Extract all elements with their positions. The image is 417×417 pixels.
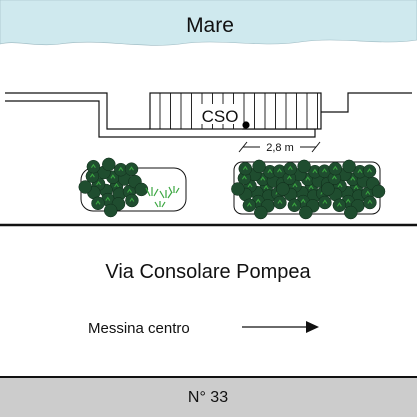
house-number: N° 33 bbox=[188, 389, 228, 406]
dimension-label: 2,8 m bbox=[266, 142, 294, 154]
seawall-outline bbox=[321, 92, 412, 113]
direction-label: Messina centro bbox=[88, 320, 190, 337]
shrub-left bbox=[78, 157, 149, 218]
sea-label: Mare bbox=[186, 14, 234, 37]
grass-tufts bbox=[145, 186, 180, 208]
dimension-label-background bbox=[260, 138, 300, 154]
sea-area bbox=[0, 0, 417, 46]
cso-label-background bbox=[196, 104, 242, 124]
building-strip bbox=[0, 377, 417, 417]
street-name: Via Consolare Pompea bbox=[105, 261, 311, 283]
shrub-right-1 bbox=[231, 159, 296, 220]
shrub-right-3 bbox=[321, 159, 386, 220]
promenade-outline bbox=[5, 92, 150, 130]
cso-label: CSO bbox=[202, 107, 239, 126]
direction-arrow bbox=[242, 321, 319, 333]
discharge-point-marker bbox=[242, 121, 250, 129]
